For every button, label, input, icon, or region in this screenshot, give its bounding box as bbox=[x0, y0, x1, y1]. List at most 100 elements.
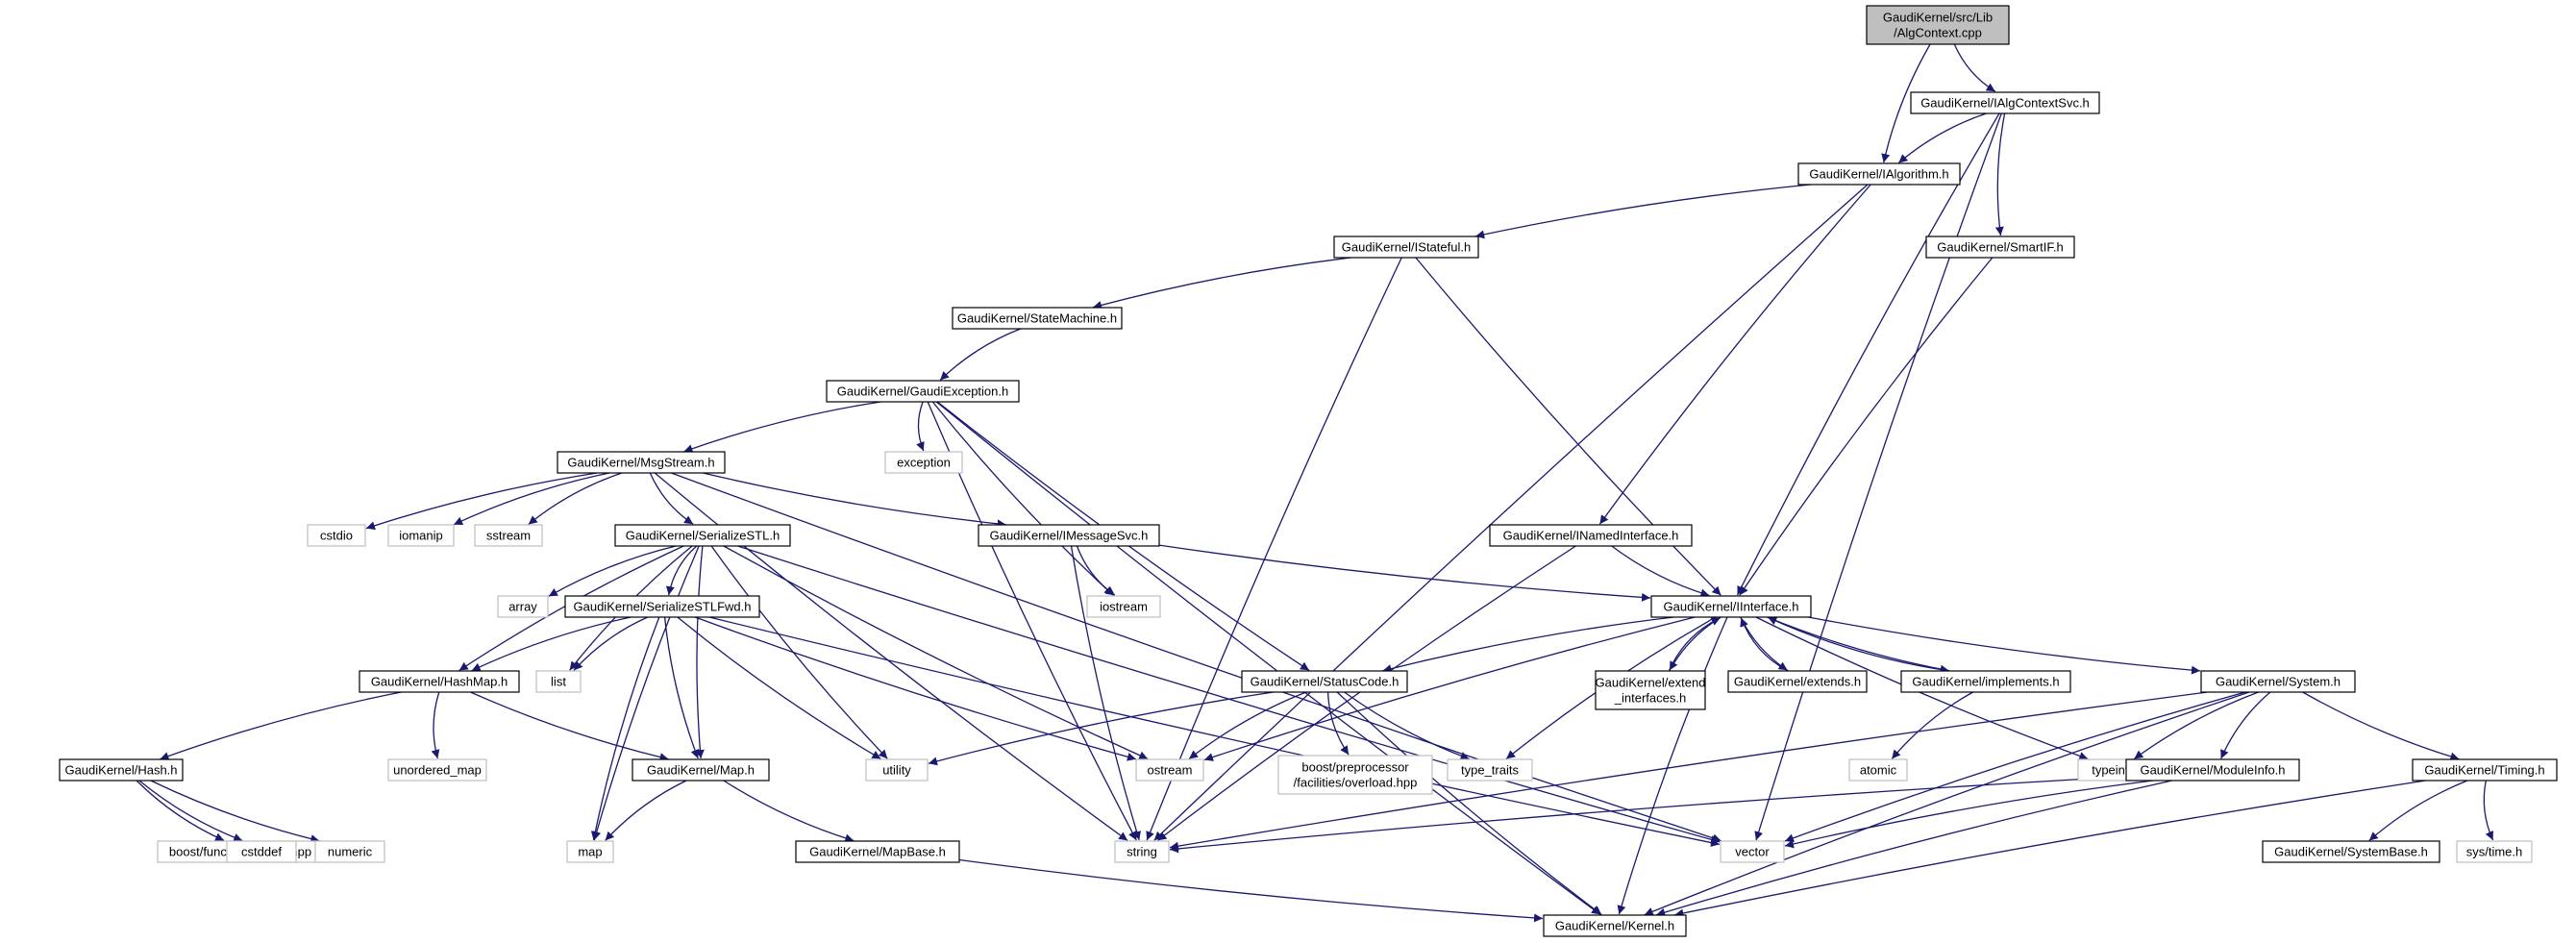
node-label: boost/preprocessor bbox=[1301, 760, 1409, 775]
node-map: map bbox=[566, 840, 614, 863]
edge-MapBase-to-Kernel bbox=[958, 858, 1544, 923]
edge-Timing-to-systime bbox=[2483, 780, 2494, 841]
node-box bbox=[1543, 914, 1687, 937]
edge-GaudiException-to-exception bbox=[916, 401, 925, 452]
edge-SerializeSTLFwd-to-ostream bbox=[694, 616, 1137, 761]
node-SerializeSTLFwd[interactable]: GaudiKernel/SerializeSTLFwd.h bbox=[564, 595, 760, 618]
node-label: string bbox=[1127, 845, 1157, 859]
node-GaudiException[interactable]: GaudiKernel/GaudiException.h bbox=[826, 380, 1020, 403]
node-box bbox=[1595, 670, 1706, 710]
edge-IStateful-to-StateMachine bbox=[1092, 257, 1351, 310]
node-box bbox=[497, 595, 549, 618]
node-label: GaudiKernel/SystemBase.h bbox=[2274, 845, 2428, 859]
node-type_traits: type_traits bbox=[1447, 758, 1533, 782]
node-SmartIF[interactable]: GaudiKernel/SmartIF.h bbox=[1925, 236, 2075, 259]
edge-root-to-IAlgorithm bbox=[1881, 43, 1931, 163]
node-ModuleInfo[interactable]: GaudiKernel/ModuleInfo.h bbox=[2125, 758, 2300, 782]
node-MsgStream[interactable]: GaudiKernel/MsgStream.h bbox=[557, 451, 726, 474]
node-box bbox=[1489, 524, 1693, 547]
node-extends[interactable]: GaudiKernel/extends.h bbox=[1727, 670, 1868, 693]
node-label: cstddef bbox=[241, 845, 282, 859]
edge-implements-to-atomic bbox=[1891, 691, 1973, 759]
node-Kernel[interactable]: GaudiKernel/Kernel.h bbox=[1543, 914, 1687, 937]
edge-StatusCode-to-ostream bbox=[1188, 691, 1307, 760]
node-StatusCode[interactable]: GaudiKernel/StatusCode.h bbox=[1241, 670, 1408, 693]
node-box bbox=[474, 524, 543, 547]
node-IMessageSvc[interactable]: GaudiKernel/IMessageSvc.h bbox=[978, 524, 1160, 547]
node-label: vector bbox=[1735, 845, 1770, 859]
node-box bbox=[1797, 162, 1961, 186]
node-box bbox=[978, 524, 1160, 547]
node-MapBase[interactable]: GaudiKernel/MapBase.h bbox=[795, 840, 960, 863]
node-box bbox=[1650, 595, 1812, 618]
edge-SerializeSTLFwd-to-list bbox=[573, 616, 649, 671]
node-cstdio: cstdio bbox=[307, 524, 366, 547]
edge-System-to-typeinfo bbox=[2133, 691, 2259, 760]
node-HashMap[interactable]: GaudiKernel/HashMap.h bbox=[359, 670, 520, 693]
node-IStateful[interactable]: GaudiKernel/IStateful.h bbox=[1333, 236, 1479, 259]
edge-SerializeSTL-to-SerializeSTLFwd bbox=[665, 545, 698, 596]
node-label: GaudiKernel/Hash.h bbox=[64, 763, 177, 778]
edge-MsgStream-to-vector bbox=[671, 472, 1721, 843]
edge-IInterface-to-StatusCode bbox=[1382, 616, 1674, 673]
node-label: GaudiKernel/Kernel.h bbox=[1555, 919, 1674, 933]
node-StateMachine[interactable]: GaudiKernel/StateMachine.h bbox=[952, 307, 1123, 330]
node-SerializeSTL[interactable]: GaudiKernel/SerializeSTL.h bbox=[614, 524, 791, 547]
edge-Hash-to-numeric bbox=[150, 780, 320, 843]
node-label: list bbox=[551, 675, 566, 689]
node-extend_interfaces[interactable]: GaudiKernel/extend_interfaces.h bbox=[1595, 670, 1706, 710]
node-label: typeinfo bbox=[2092, 763, 2136, 778]
node-list: list bbox=[535, 670, 582, 693]
node-Timing[interactable]: GaudiKernel/Timing.h bbox=[2412, 758, 2558, 782]
dependency-nodes: GaudiKernel/src/Lib/AlgContext.cppGaudiK… bbox=[59, 5, 2558, 937]
node-string: string bbox=[1114, 840, 1170, 863]
edge-extend_interfaces-to-IInterface bbox=[1668, 617, 1721, 672]
edge-System-to-ModuleInfo bbox=[2220, 691, 2271, 759]
node-label: GaudiKernel/implements.h bbox=[1912, 675, 2059, 689]
node-label: sys/time.h bbox=[2466, 845, 2523, 859]
node-IInterface[interactable]: GaudiKernel/IInterface.h bbox=[1650, 595, 1812, 618]
node-label: _interfaces.h bbox=[1614, 691, 1686, 706]
node-System[interactable]: GaudiKernel/System.h bbox=[2200, 670, 2356, 693]
edge-SerializeSTLFwd-to-utility bbox=[677, 616, 881, 759]
node-box bbox=[1333, 236, 1479, 259]
node-SystemBase[interactable]: GaudiKernel/SystemBase.h bbox=[2262, 840, 2440, 863]
edge-GaudiException-to-iostream bbox=[931, 401, 1114, 596]
edge-INamedInterface-to-IInterface bbox=[1611, 545, 1710, 598]
node-iomanip: iomanip bbox=[387, 524, 455, 547]
edge-GaudiException-to-Kernel bbox=[935, 401, 1601, 915]
node-Map[interactable]: GaudiKernel/Map.h bbox=[632, 758, 770, 782]
edge-implements-to-IInterface bbox=[1768, 616, 1950, 672]
edge-IMessageSvc-to-IInterface bbox=[1158, 544, 1651, 602]
edge-IAlgContextSvc-to-vector bbox=[1754, 112, 2002, 841]
node-label: GaudiKernel/MsgStream.h bbox=[567, 456, 714, 470]
edge-System-to-Kernel bbox=[1644, 691, 2250, 916]
node-atomic: atomic bbox=[1848, 758, 1908, 782]
node-box bbox=[1241, 670, 1408, 693]
node-box bbox=[2412, 758, 2558, 782]
node-Hash[interactable]: GaudiKernel/Hash.h bbox=[59, 758, 184, 782]
node-label: GaudiKernel/StateMachine.h bbox=[957, 311, 1117, 326]
node-label: type_traits bbox=[1461, 763, 1519, 778]
node-label: GaudiKernel/extend bbox=[1596, 676, 1706, 690]
node-INamedInterface[interactable]: GaudiKernel/INamedInterface.h bbox=[1489, 524, 1693, 547]
node-box bbox=[226, 840, 297, 863]
node-box bbox=[1727, 670, 1868, 693]
node-box bbox=[564, 595, 760, 618]
node-label: array bbox=[508, 600, 537, 614]
edge-Timing-to-SystemBase bbox=[2368, 780, 2468, 841]
node-implements[interactable]: GaudiKernel/implements.h bbox=[1900, 670, 2071, 693]
node-box bbox=[387, 758, 487, 782]
node-box bbox=[557, 451, 726, 474]
node-exception: exception bbox=[884, 451, 963, 474]
node-label: GaudiKernel/SmartIF.h bbox=[1937, 240, 2064, 255]
edge-MsgStream-to-iomanip bbox=[453, 472, 610, 526]
edge-HashMap-to-unordered_map bbox=[431, 691, 440, 759]
node-label: ostream bbox=[1148, 763, 1193, 778]
edge-IAlgContextSvc-to-SmartIF bbox=[1994, 112, 2006, 236]
node-IAlgorithm[interactable]: GaudiKernel/IAlgorithm.h bbox=[1797, 162, 1961, 186]
node-root[interactable]: GaudiKernel/src/Lib/AlgContext.cpp bbox=[1866, 5, 2010, 45]
node-box bbox=[884, 451, 963, 474]
node-IAlgContextSvc[interactable]: GaudiKernel/IAlgContextSvc.h bbox=[1910, 91, 2100, 114]
